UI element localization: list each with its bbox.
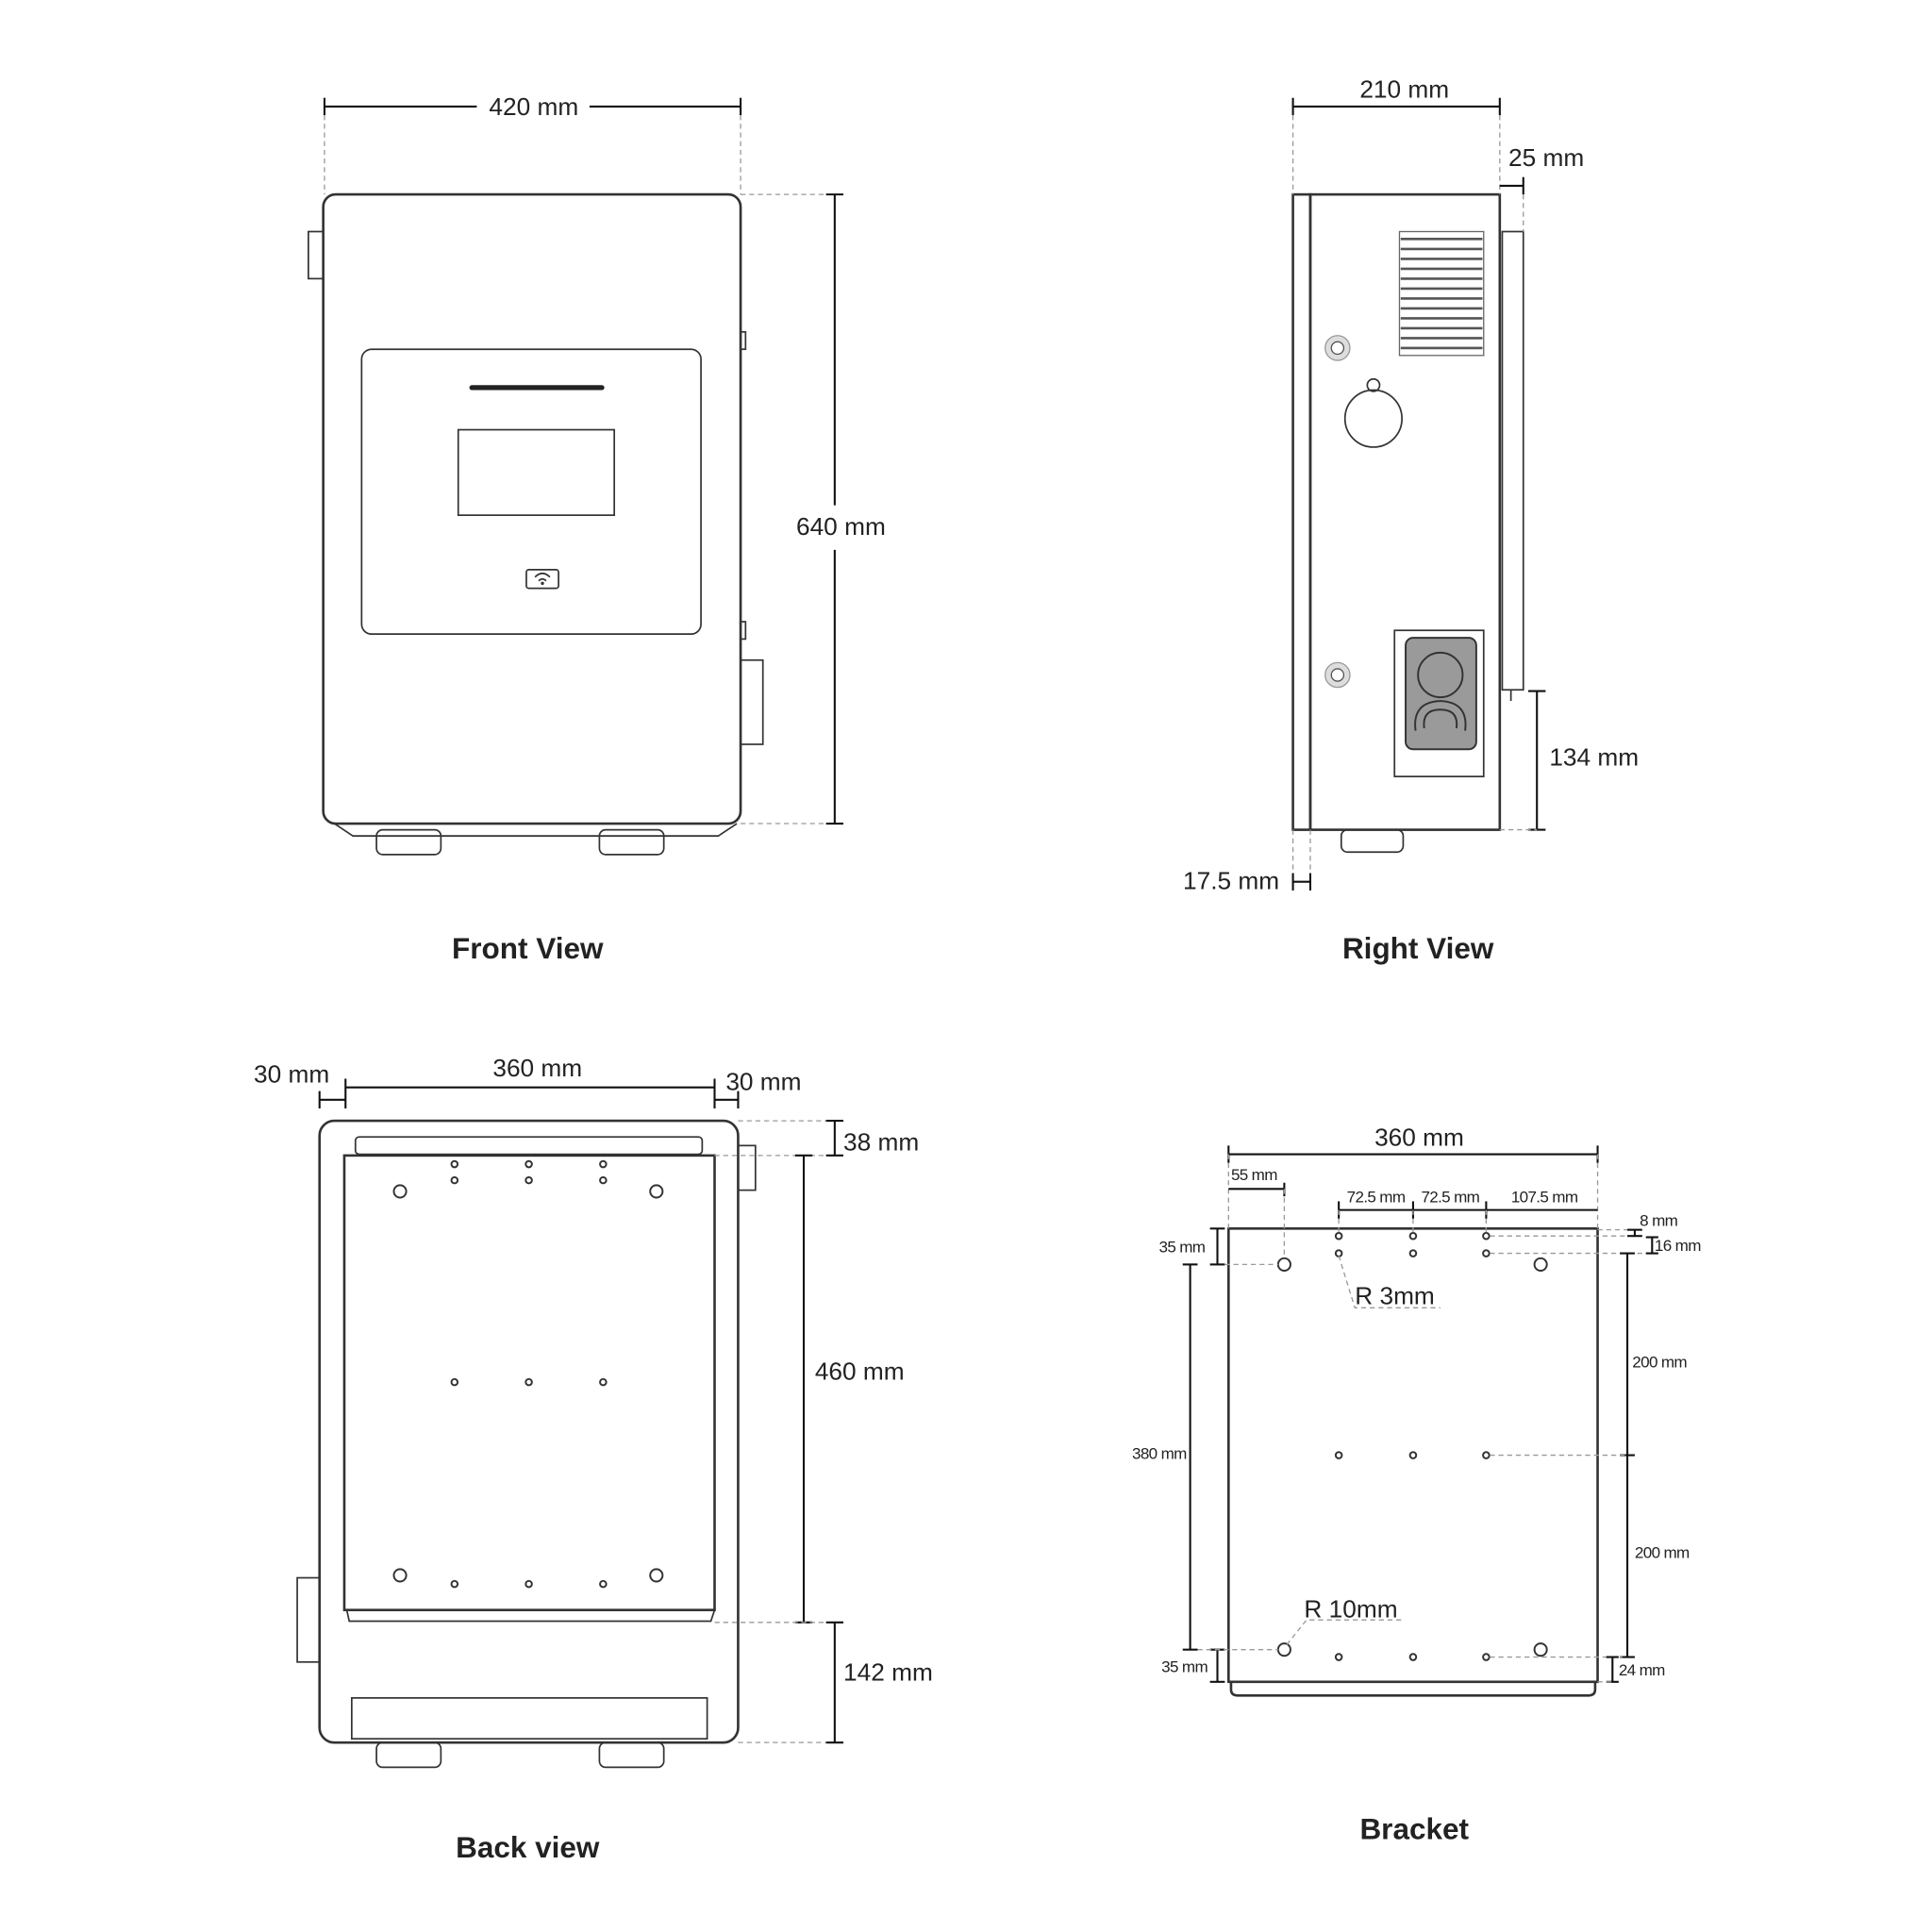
cable-holder <box>1343 377 1403 448</box>
front-view: 420 mm 640 mm Front View <box>308 92 886 965</box>
bracket-depth-label: 25 mm <box>1508 143 1584 172</box>
bracket-view-title: Bracket <box>1359 1812 1469 1846</box>
charging-socket <box>1393 629 1485 777</box>
bracket-holes <box>1276 1231 1548 1661</box>
back-top-offset-label: 38 mm <box>843 1128 919 1157</box>
back-right-margin-label: 30 mm <box>725 1067 801 1095</box>
front-panel <box>360 348 702 636</box>
front-height-label: 640 mm <box>796 512 886 541</box>
bottom-35-label: 35 mm <box>1161 1657 1208 1675</box>
top-16-label: 16 mm <box>1655 1237 1701 1255</box>
back-left-margin-label: 30 mm <box>254 1059 329 1088</box>
front-width-label: 420 mm <box>489 92 578 121</box>
right-depth-label: 210 mm <box>1359 75 1449 104</box>
front-offset-label: 17.5 mm <box>1183 867 1279 895</box>
back-bracket-height-label: 460 mm <box>815 1357 905 1385</box>
right-view: 210 mm 25 mm 134 mm 17.5 mm Right View <box>1183 75 1639 965</box>
lock-icon <box>1324 335 1351 689</box>
vert-200-a-label: 200 mm <box>1632 1353 1687 1371</box>
hole-x-first-label: 55 mm <box>1231 1166 1277 1184</box>
display-screen <box>457 428 616 516</box>
front-view-title: Front View <box>452 931 604 965</box>
top-35-label: 35 mm <box>1159 1238 1206 1256</box>
right-bottom-offset-label: 134 mm <box>1549 742 1639 771</box>
spacing-1-label: 72.5 mm <box>1347 1189 1406 1207</box>
vent-grille <box>1398 230 1485 357</box>
spacing-2-label: 72.5 mm <box>1421 1189 1479 1207</box>
back-bracket-width-label: 360 mm <box>492 1054 582 1082</box>
bracket-width-label: 360 mm <box>1374 1123 1464 1151</box>
back-bracket-plate <box>342 1154 716 1611</box>
bracket-view: 360 mm 55 mm 72.5 mm 72.5 mm 107.5 mm 8 … <box>1132 1123 1702 1846</box>
back-mount-holes <box>392 1159 664 1589</box>
vert-200-b-label: 200 mm <box>1635 1544 1690 1562</box>
radius-large-label: R 10mm <box>1304 1595 1397 1624</box>
bottom-24-label: 24 mm <box>1619 1661 1665 1679</box>
vert-380-label: 380 mm <box>1132 1445 1187 1463</box>
back-view: 360 mm 30 mm 30 mm 38 mm 460 mm 142 mm B… <box>254 1054 933 1864</box>
spacing-3-label: 107.5 mm <box>1511 1189 1578 1207</box>
radius-small-label: R 3mm <box>1355 1281 1435 1309</box>
rfid-icon <box>525 569 559 590</box>
right-view-title: Right View <box>1342 931 1494 965</box>
back-bottom-offset-label: 142 mm <box>843 1657 933 1686</box>
top-8-label: 8 mm <box>1640 1212 1677 1230</box>
back-view-title: Back view <box>456 1830 600 1864</box>
